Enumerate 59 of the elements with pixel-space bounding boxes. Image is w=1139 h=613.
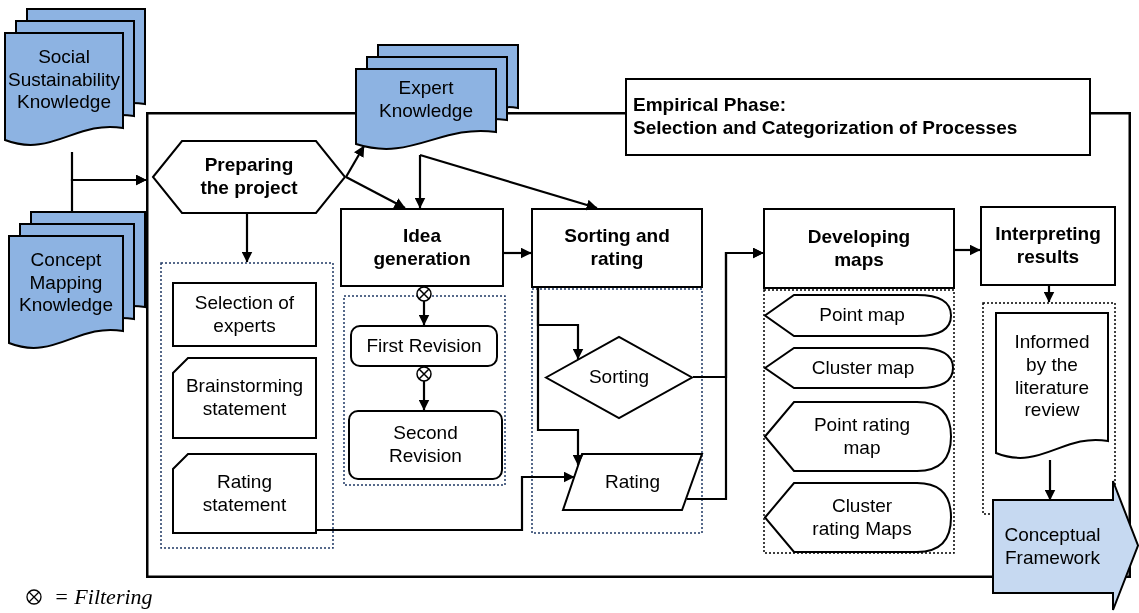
node-label: Cluster rating Maps bbox=[811, 494, 913, 541]
node-label: Rating statement bbox=[201, 470, 288, 517]
group-box bbox=[343, 295, 506, 486]
arrow bbox=[345, 145, 365, 178]
node-label: Sorting and rating bbox=[563, 225, 671, 271]
arrow bbox=[70, 174, 147, 213]
arrow bbox=[687, 247, 764, 501]
framework-shape bbox=[992, 480, 1139, 611]
arrow bbox=[1044, 460, 1056, 501]
arrow bbox=[955, 244, 981, 256]
node-label: Cluster map bbox=[811, 356, 915, 380]
node-label: Point rating map bbox=[812, 413, 912, 460]
group-box bbox=[160, 262, 334, 549]
node-label: First Revision bbox=[366, 334, 482, 358]
display-shape bbox=[764, 482, 952, 553]
arrow bbox=[241, 214, 253, 263]
data-parallelogram bbox=[562, 453, 703, 511]
node-label: Brainstorming statement bbox=[184, 375, 305, 421]
decision-diamond bbox=[545, 336, 693, 419]
node-label: Preparing the project bbox=[199, 154, 299, 200]
node-label: Sorting bbox=[588, 366, 650, 389]
node-label: Empirical Phase: bbox=[633, 94, 787, 117]
arrow bbox=[317, 471, 575, 532]
snipped-corner-box bbox=[172, 357, 317, 439]
arrow bbox=[504, 247, 532, 259]
node-label: Selection and Categorization of Processes bbox=[633, 117, 1018, 140]
arrow bbox=[1043, 286, 1055, 303]
node-label: Idea generation bbox=[372, 224, 472, 271]
node-label: Selection of experts bbox=[193, 291, 296, 338]
node-label: Social Sustainability Knowledge bbox=[7, 45, 121, 115]
node-label: Point map bbox=[819, 304, 905, 327]
node-label: Informed by the literature review bbox=[1013, 330, 1091, 423]
node-label: Developing maps bbox=[806, 225, 912, 272]
snipped-corner-box bbox=[172, 453, 317, 534]
node-label: Second Revision bbox=[388, 422, 463, 468]
process-box bbox=[763, 208, 955, 289]
process-box bbox=[531, 208, 703, 288]
arrow bbox=[419, 153, 598, 211]
display-shape bbox=[764, 401, 952, 472]
group-box bbox=[531, 288, 703, 534]
process-box bbox=[172, 282, 317, 347]
display-shape bbox=[764, 347, 954, 389]
preparation-hexagon bbox=[152, 140, 346, 214]
group-box bbox=[763, 289, 955, 554]
node-label: Rating bbox=[605, 470, 660, 494]
process-box bbox=[980, 206, 1116, 286]
arrow bbox=[414, 155, 426, 209]
node-label: Conceptual Framework bbox=[1003, 523, 1102, 570]
legend-text: = Filtering bbox=[54, 586, 153, 608]
node-label: Expert Knowledge bbox=[378, 77, 474, 123]
arrow bbox=[536, 288, 584, 466]
rounded-box bbox=[350, 325, 498, 367]
process-box bbox=[340, 208, 504, 287]
node-label: Concept Mapping Knowledge bbox=[18, 248, 114, 318]
display-shape bbox=[764, 294, 952, 337]
arrow bbox=[345, 176, 406, 209]
title-box bbox=[625, 78, 1091, 156]
node-label: Interpreting results bbox=[994, 223, 1102, 269]
rounded-box bbox=[348, 410, 503, 480]
